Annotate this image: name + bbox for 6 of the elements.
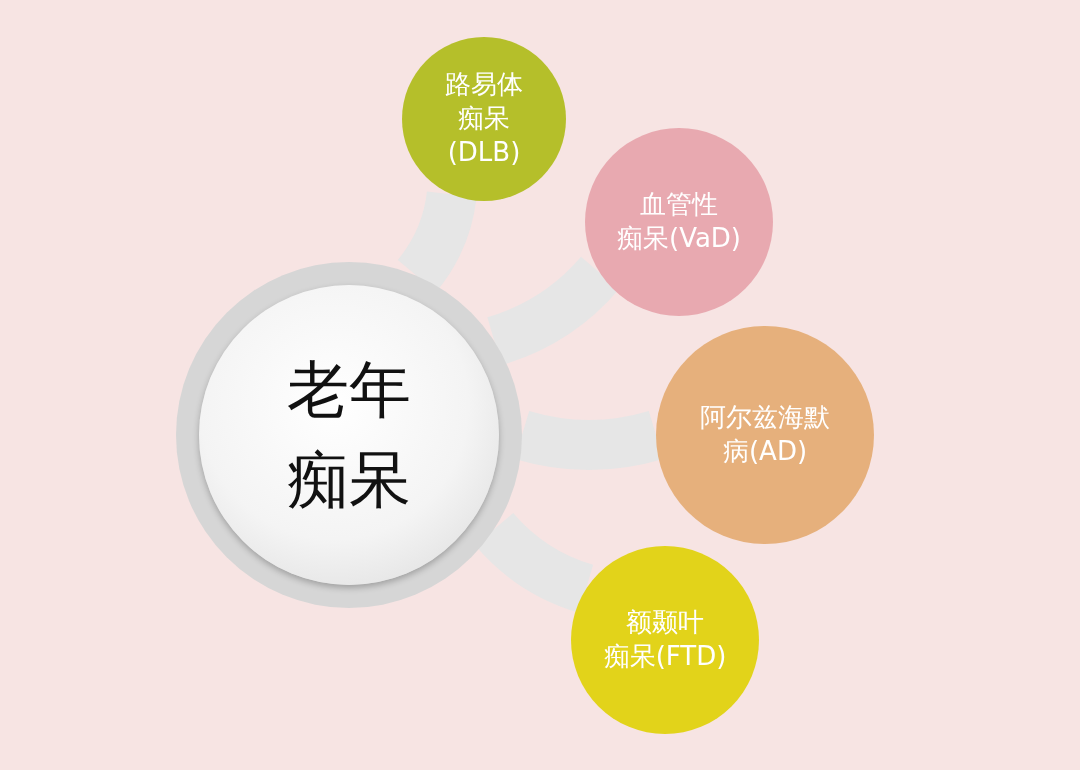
category-label: 阿尔兹海默病(AD) bbox=[700, 401, 830, 468]
category-label: 路易体痴呆(DLB) bbox=[445, 68, 523, 169]
center-title: 老年痴呆 bbox=[287, 352, 411, 518]
category-label: 额颞叶痴呆(FTD) bbox=[603, 606, 727, 673]
category-label: 血管性痴呆(VaD) bbox=[617, 188, 741, 255]
connector-band bbox=[486, 256, 619, 366]
